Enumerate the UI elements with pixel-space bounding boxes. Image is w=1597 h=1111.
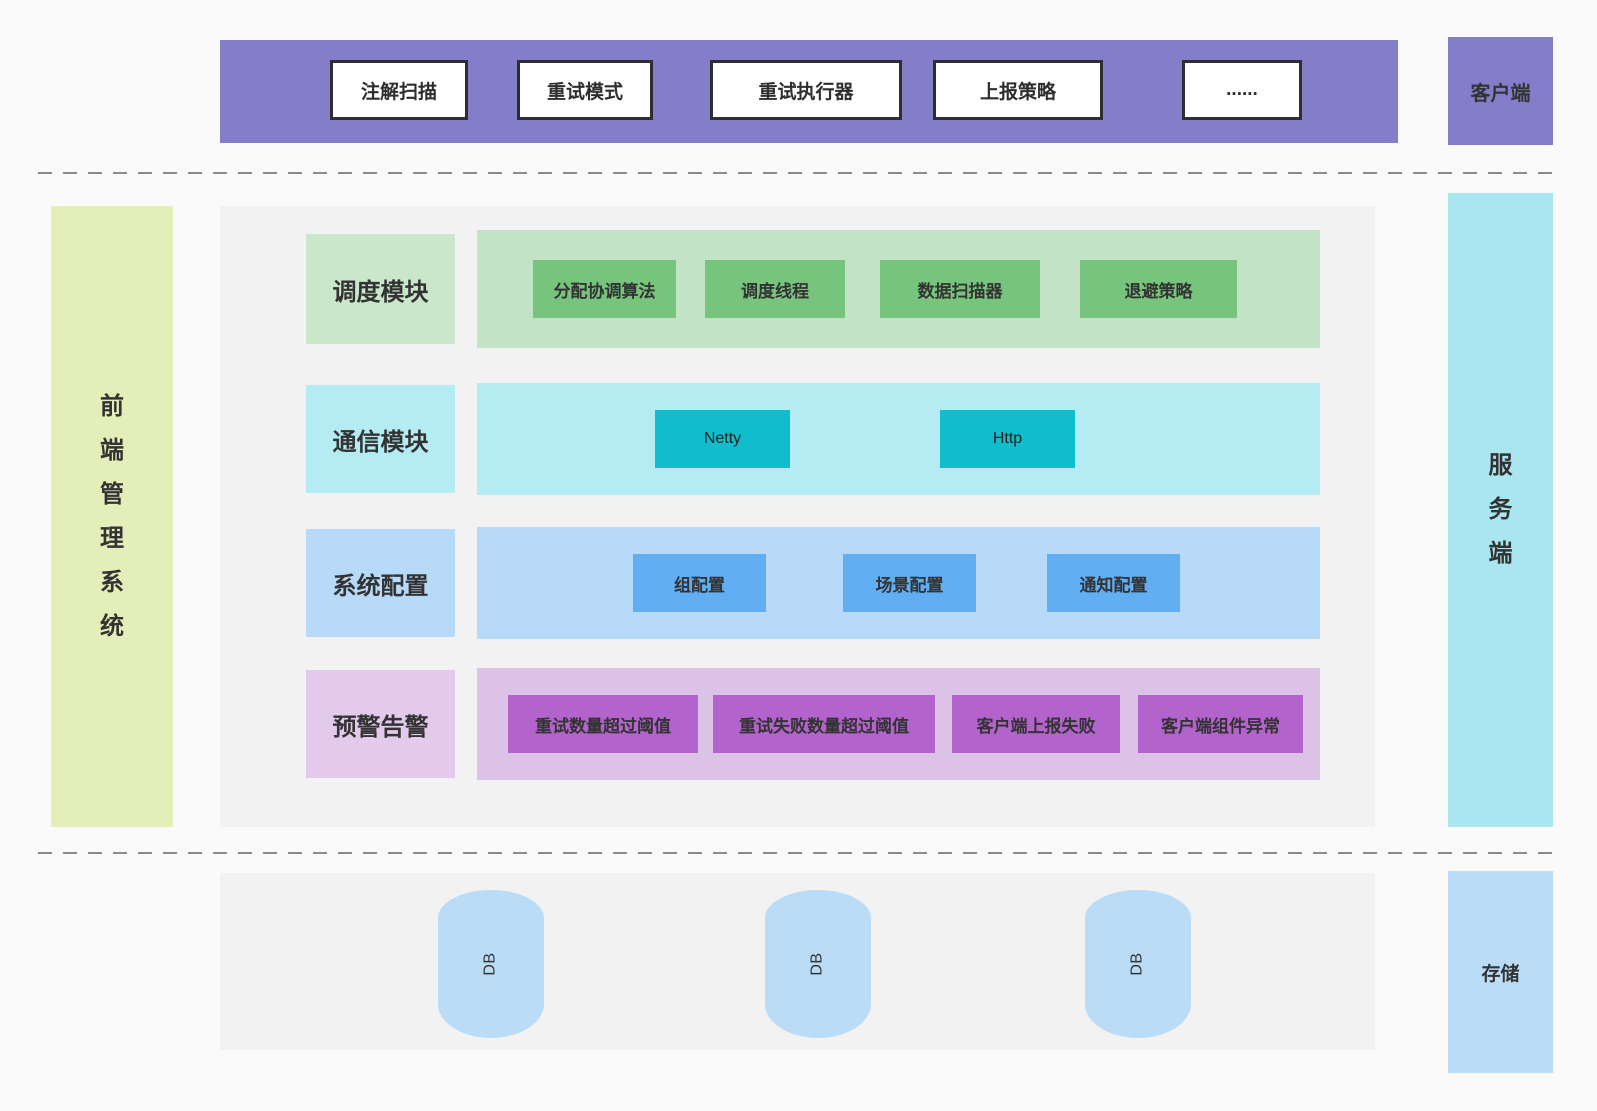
server-side-bar: 服务端 xyxy=(1448,193,1553,827)
communication-item-netty: Netty xyxy=(655,410,790,468)
frontend-management-label: 前端管理系统 xyxy=(100,392,124,640)
db-cylinder-2: DB xyxy=(765,890,871,1038)
row-scheduling-label-box: 调度模块 xyxy=(306,234,455,344)
alert-item-client-component-error: 客户端组件异常 xyxy=(1138,695,1303,753)
row-communication-bar xyxy=(477,383,1320,495)
config-item-label: 场景配置 xyxy=(875,575,944,595)
module-retry-executor-label: 重试执行器 xyxy=(758,81,854,103)
module-retry-mode: 重试模式 xyxy=(517,60,653,120)
row-communication-label-box: 通信模块 xyxy=(306,385,455,493)
scheduling-item-data-scanner: 数据扫描器 xyxy=(880,260,1040,318)
row-alert-label: 预警告警 xyxy=(332,713,429,741)
config-item-notification: 通知配置 xyxy=(1047,554,1180,612)
communication-item-http: Http xyxy=(940,410,1075,468)
alert-item-client-report-fail: 客户端上报失败 xyxy=(952,695,1120,753)
row-config-label-box: 系统配置 xyxy=(306,529,455,637)
config-item-label: 通知配置 xyxy=(1079,575,1148,595)
scheduling-item-label: 退避策略 xyxy=(1124,281,1193,301)
frontend-management-bar: 前端管理系统 xyxy=(51,206,173,827)
row-communication-label: 通信模块 xyxy=(332,428,429,456)
alert-item-label: 重试失败数量超过阈值 xyxy=(739,716,909,736)
alert-item-label: 客户端组件异常 xyxy=(1161,716,1280,736)
config-item-scene: 场景配置 xyxy=(843,554,976,612)
db-label: DB xyxy=(808,952,826,976)
separator-server-storage xyxy=(38,852,1560,854)
module-retry-executor: 重试执行器 xyxy=(710,60,902,120)
module-report-strategy-label: 上报策略 xyxy=(979,81,1056,103)
row-alert-label-box: 预警告警 xyxy=(306,670,455,778)
module-retry-mode-label: 重试模式 xyxy=(546,81,623,103)
alert-item-label: 客户端上报失败 xyxy=(976,716,1096,736)
module-annotation-scan-label: 注解扫描 xyxy=(360,81,437,103)
storage-label-box: 存储 xyxy=(1448,871,1553,1073)
scheduling-item-backoff-strategy: 退避策略 xyxy=(1080,260,1237,318)
communication-item-label: Http xyxy=(992,430,1023,447)
module-annotation-scan: 注解扫描 xyxy=(330,60,468,120)
db-label: DB xyxy=(481,952,499,976)
scheduling-item-scheduling-thread: 调度线程 xyxy=(705,260,845,318)
server-side-label: 服务端 xyxy=(1488,452,1513,567)
db-cylinder-1: DB xyxy=(438,890,544,1038)
module-report-strategy: 上报策略 xyxy=(933,60,1103,120)
scheduling-item-label: 调度线程 xyxy=(741,281,809,301)
alert-item-retry-count-threshold: 重试数量超过阈值 xyxy=(508,695,698,753)
db-label: DB xyxy=(1128,952,1146,976)
alert-item-retry-fail-threshold: 重试失败数量超过阈值 xyxy=(713,695,935,753)
communication-item-label: Netty xyxy=(703,430,742,447)
row-config-label: 系统配置 xyxy=(332,572,429,600)
client-side-label: 客户端 xyxy=(1470,82,1531,105)
storage-label: 存储 xyxy=(1481,963,1520,985)
db-cylinder-3: DB xyxy=(1085,890,1191,1038)
config-item-label: 组配置 xyxy=(674,575,725,595)
client-side-label-box: 客户端 xyxy=(1448,37,1553,145)
scheduling-item-label: 数据扫描器 xyxy=(917,281,1003,301)
row-scheduling-label: 调度模块 xyxy=(332,278,429,306)
config-item-group: 组配置 xyxy=(633,554,766,612)
alert-item-label: 重试数量超过阈值 xyxy=(535,716,671,736)
scheduling-item-allocation-algorithm: 分配协调算法 xyxy=(533,260,676,318)
separator-client-server xyxy=(38,172,1560,174)
module-ellipsis-label: ...... xyxy=(1226,79,1258,100)
scheduling-item-label: 分配协调算法 xyxy=(553,281,656,301)
module-ellipsis: ...... xyxy=(1182,60,1302,120)
